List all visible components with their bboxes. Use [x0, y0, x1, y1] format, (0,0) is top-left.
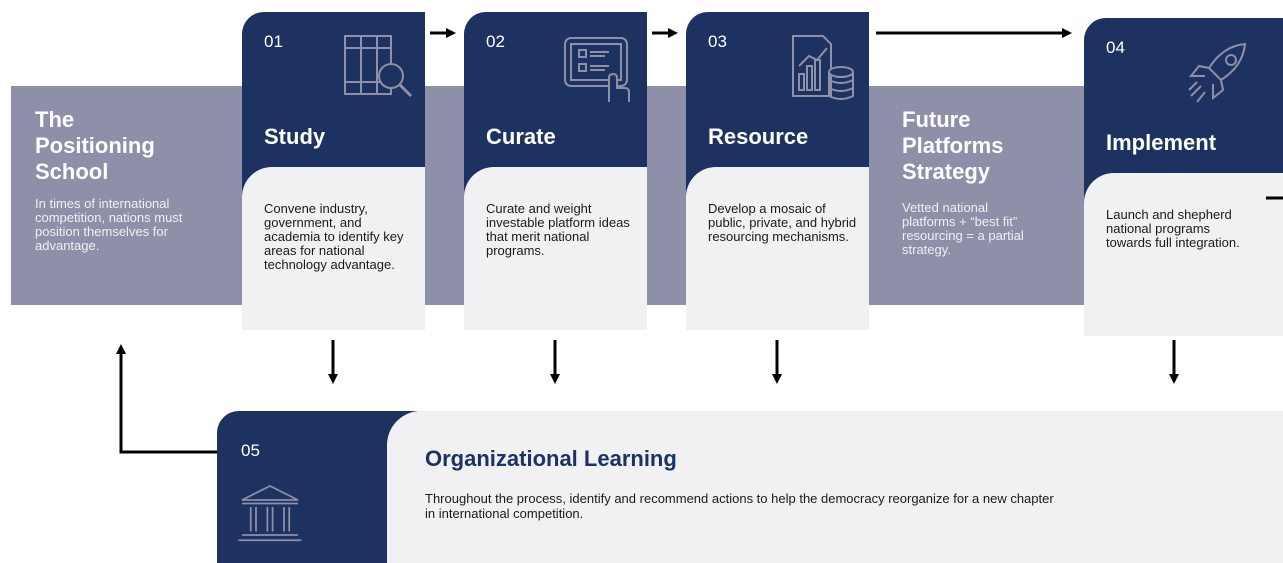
document-coins-icon	[792, 35, 854, 100]
step-number: 03	[708, 32, 727, 51]
step-card-implement: 04 Implement Launch and shepherd nationa…	[1084, 18, 1283, 336]
step-description: Launch and shepherd national programs to…	[1106, 207, 1240, 250]
step-number: 04	[1106, 38, 1125, 57]
step-title: Study	[264, 124, 326, 149]
institution-icon	[238, 485, 302, 542]
future-platforms-title: Future Platforms Strategy	[902, 107, 1004, 184]
rocket-icon	[1188, 42, 1247, 103]
step-number: 01	[264, 32, 283, 51]
step-card-curate: 02 Curate Curate and weight investable p…	[464, 12, 647, 330]
step-description: Convene industry, government, and academ…	[264, 201, 404, 272]
band-segment	[424, 86, 464, 305]
step-title: Implement	[1106, 130, 1217, 155]
step-description: Curate and weight investable platform id…	[486, 201, 630, 258]
arrow-loop-back	[116, 344, 217, 454]
step-number: 02	[486, 32, 505, 51]
positioning-school: The Positioning School In times of inter…	[35, 107, 225, 253]
books-magnifier-icon	[344, 35, 413, 98]
step-card-study: 01 Study Convene industry, government, a…	[242, 12, 425, 330]
step-title: Curate	[486, 124, 556, 149]
future-platforms-band	[868, 86, 1084, 305]
touch-checklist-icon	[564, 37, 630, 102]
future-platforms: Future Platforms Strategy Vetted nationa…	[902, 107, 1072, 257]
step-description: Develop a mosaic of public, private, and…	[708, 201, 857, 244]
step-title: Resource	[708, 124, 809, 149]
step-card-resource: 03 Resource Develop a mosaic of public, …	[686, 12, 869, 330]
positioning-school-title: The Positioning School	[35, 107, 155, 184]
future-platforms-body: Vetted national platforms + “best fit” r…	[902, 200, 1024, 257]
organizational-learning-panel: 05 Organizational Learning Throughout th…	[217, 411, 1283, 563]
organizational-learning-title: Organizational Learning	[425, 446, 677, 471]
positioning-school-body: In times of international competition, n…	[35, 196, 183, 253]
step-number: 05	[241, 441, 260, 460]
band-segment	[646, 86, 686, 305]
organizational-learning-description: Throughout the process, identify and rec…	[425, 491, 1054, 521]
positioning-school-band	[11, 86, 242, 305]
